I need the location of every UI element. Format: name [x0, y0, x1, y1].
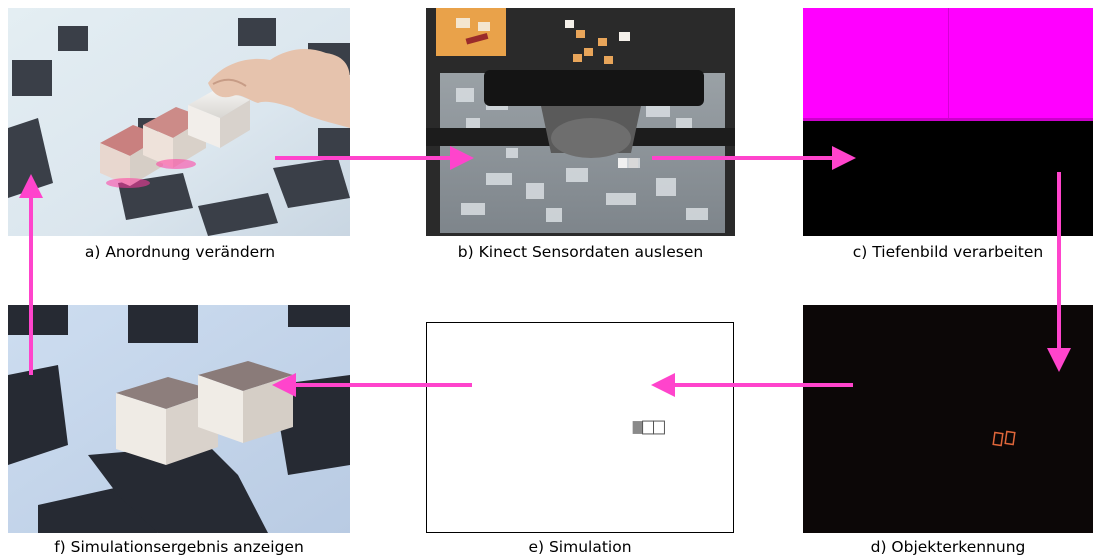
caption-c: c) Tiefenbild verarbeiten: [852, 243, 1044, 261]
caption-b: b) Kinect Sensordaten auslesen: [457, 243, 704, 261]
panel-b-photo: [426, 8, 735, 236]
caption-e: e) Simulation: [528, 538, 632, 556]
panel-f-photo: [8, 305, 350, 533]
caption-a: a) Anordnung verändern: [84, 243, 276, 261]
caption-f: f) Simulationsergebnis anzeigen: [54, 538, 304, 556]
panel-c-depth-image: [803, 8, 1093, 236]
caption-d: d) Objekterkennung: [870, 538, 1026, 556]
panel-d-object-detection: [803, 305, 1093, 533]
panel-e-simulation: [426, 322, 734, 533]
panel-a-photo: [8, 8, 350, 236]
